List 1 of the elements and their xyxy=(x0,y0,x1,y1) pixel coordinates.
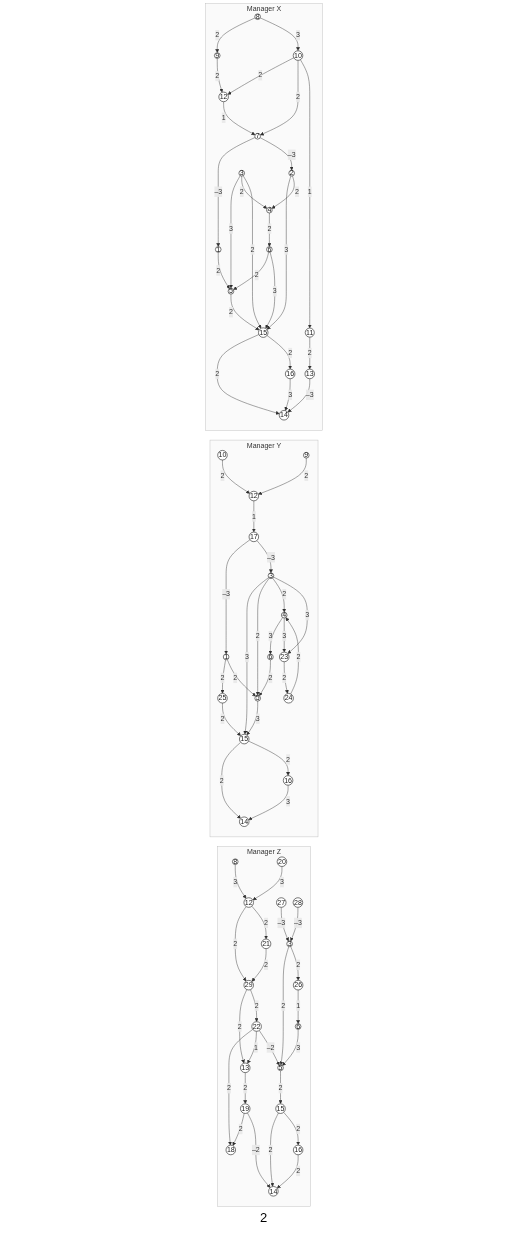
note-text: 2 xyxy=(259,1210,268,1225)
